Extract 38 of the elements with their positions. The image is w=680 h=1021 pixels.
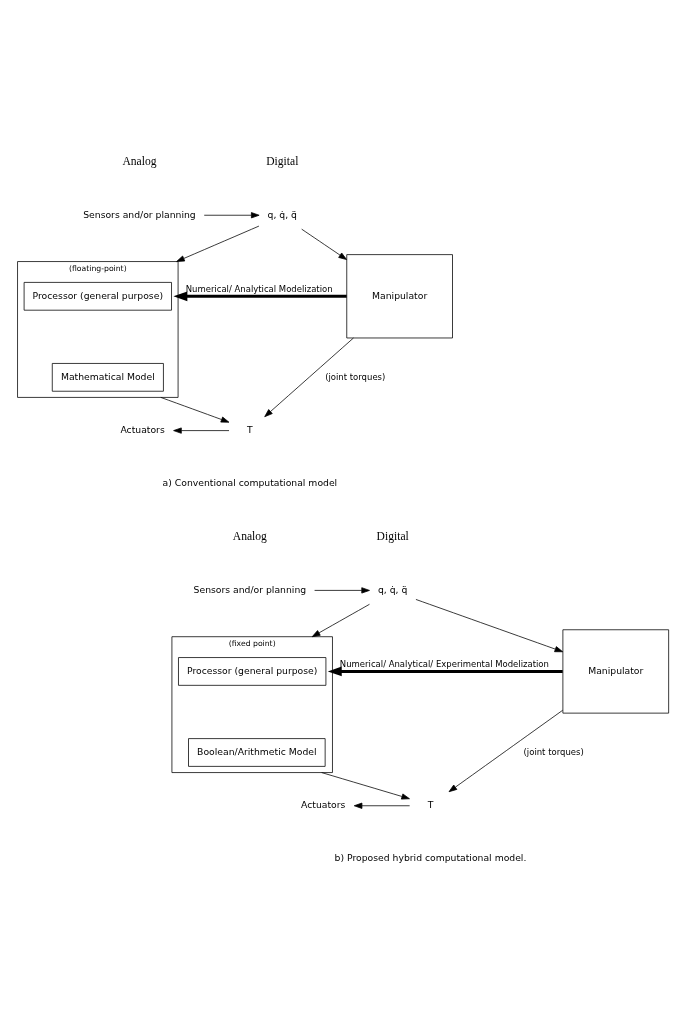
- arrow: [301, 228, 347, 260]
- arrow: [160, 397, 230, 423]
- node-text: T: [247, 424, 253, 435]
- node-text: Actuators: [301, 799, 346, 811]
- node-text: Actuators: [120, 424, 165, 435]
- label: a) Conventional computational model: [162, 477, 338, 489]
- label: Analog: [232, 529, 267, 543]
- node-box: Manipulator: [346, 254, 453, 339]
- arrow: [173, 427, 230, 434]
- arrow: [203, 212, 260, 219]
- node-text: q, q̇, q̈: [267, 208, 297, 220]
- node-text: Sensors and/or planning: [193, 583, 307, 595]
- node-box: Processor (general purpose): [23, 282, 172, 311]
- arrow: [176, 225, 260, 262]
- arrow: [311, 603, 370, 638]
- label: Digital: [266, 154, 299, 168]
- edge-label: Numerical/ Analytical/ Experimental Modelization: [339, 658, 549, 669]
- label: b) Proposed hybrid computational model.: [334, 852, 527, 864]
- arrow: [314, 587, 370, 594]
- arrow: [415, 599, 564, 653]
- node-box: Mathematical Model: [51, 363, 164, 392]
- edge-label: Numerical/ Analytical Modelization: [185, 283, 333, 294]
- node-box: Processor (general purpose): [178, 657, 327, 686]
- label: Analog: [122, 154, 157, 168]
- node-box: Manipulator: [562, 629, 670, 714]
- edge-label: (joint torques): [523, 746, 584, 757]
- label: Digital: [376, 529, 409, 543]
- node-text: Sensors and/or planning: [83, 208, 196, 220]
- node-box: Boolean/Arithmetic Model: [188, 738, 326, 767]
- node-text: q, q̇, q̈: [377, 583, 408, 595]
- arrow: [173, 291, 347, 302]
- arrow: [353, 802, 411, 809]
- arrow: [327, 666, 563, 677]
- arrow: [321, 772, 410, 800]
- node-text: T: [427, 799, 434, 811]
- edge-label: (joint torques): [325, 371, 386, 382]
- arrow: [264, 337, 354, 418]
- arrow: [448, 709, 564, 793]
